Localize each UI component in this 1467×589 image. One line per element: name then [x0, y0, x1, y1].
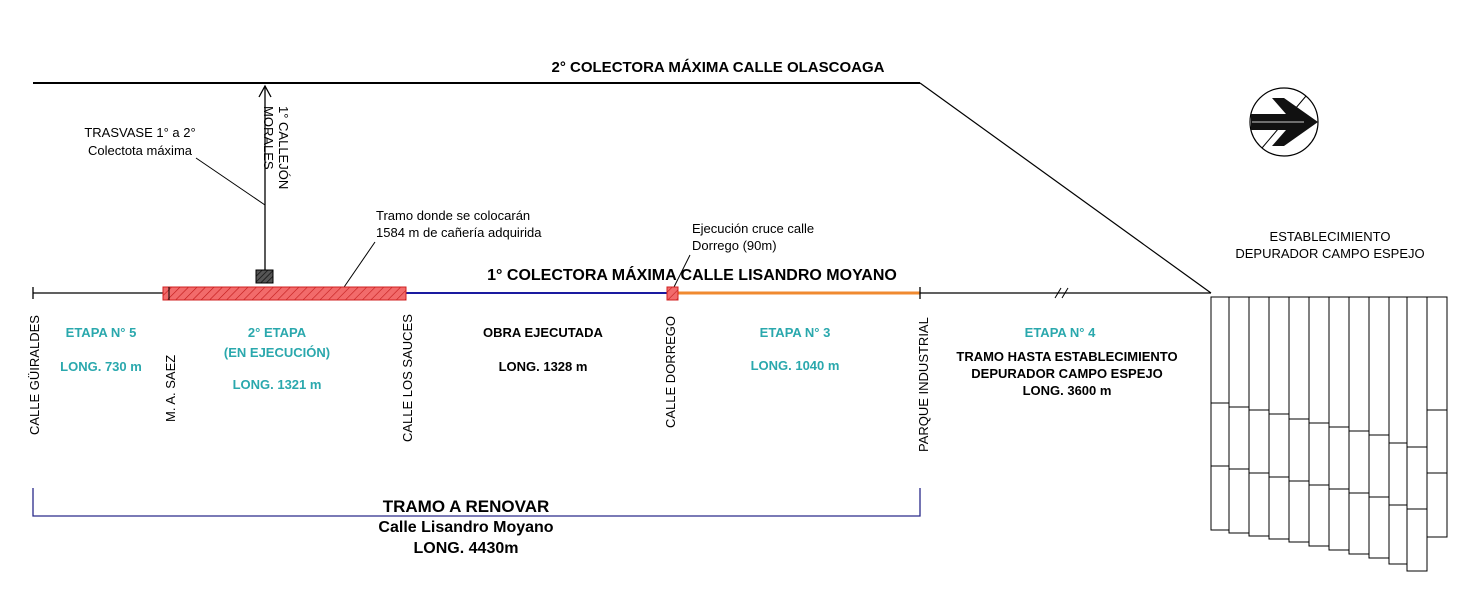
- street-saez: M. A. SAEZ: [163, 355, 178, 422]
- etapa2-title: 2° ETAPA: [248, 325, 307, 340]
- street-guiraldes: CALLE GÜIRALDES: [27, 315, 42, 435]
- etapa4-title: ETAPA N° 4: [1025, 325, 1096, 340]
- dorrego-crossing: [666, 286, 679, 301]
- moyano-title: 1° COLECTORA MÁXIMA CALLE LISANDRO MOYAN…: [487, 265, 897, 284]
- callejon-line1: 1° CALLEJÓN: [276, 106, 291, 189]
- moyano-collector: [32, 287, 1211, 299]
- obra-title: OBRA EJECUTADA: [483, 325, 604, 340]
- establecimiento-line1: ESTABLECIMIENTO: [1270, 229, 1391, 244]
- etapa4-long: LONG. 3600 m: [1023, 383, 1112, 398]
- etapa4-line2: DEPURADOR CAMPO ESPEJO: [971, 366, 1162, 381]
- obra-long: LONG. 1328 m: [499, 359, 588, 374]
- tramo-note-line1: Tramo donde se colocarán: [376, 208, 530, 223]
- etapa2-long: LONG. 1321 m: [233, 377, 322, 392]
- olascoaga-title: 2° COLECTORA MÁXIMA CALLE OLASCOAGA: [552, 59, 885, 76]
- etapa4-line1: TRAMO HASTA ESTABLECIMIENTO: [956, 349, 1177, 364]
- north-arrow-icon: [1249, 87, 1319, 157]
- street-sauces: CALLE LOS SAUCES: [400, 314, 415, 442]
- stage2-hatched-section: [162, 286, 407, 301]
- etapa2-status: (EN EJECUCIÓN): [224, 345, 330, 360]
- renovar-long: LONG. 4430m: [414, 540, 519, 557]
- etapa3-long: LONG. 1040 m: [751, 358, 840, 373]
- trasvase-line1: TRASVASE 1° a 2°: [84, 125, 195, 140]
- renovar-bracket: [32, 488, 921, 517]
- establecimiento-line2: DEPURADOR CAMPO ESPEJO: [1235, 246, 1424, 261]
- callejon-morales-pipe: [255, 84, 274, 284]
- renovar-street: Calle Lisandro Moyano: [378, 519, 553, 536]
- olascoaga-collector: [33, 82, 1212, 294]
- renovar-title: TRAMO A RENOVAR: [383, 497, 550, 516]
- etapa3-title: ETAPA N° 3: [760, 325, 831, 340]
- cruce-note-line2: Dorrego (90m): [692, 238, 777, 253]
- callejon-line2: MORALES: [261, 106, 276, 170]
- etapa5-title: ETAPA N° 5: [66, 325, 137, 340]
- callejon-label: 1° CALLEJÓN MORALES: [261, 106, 291, 193]
- etapa5-long: LONG. 730 m: [60, 359, 142, 374]
- street-dorrego: CALLE DORREGO: [663, 316, 678, 428]
- tramo-note-leader: [339, 241, 376, 294]
- tramo-note-line2: 1584 m de cañería adquirida: [376, 225, 542, 240]
- street-parque: PARQUE INDUSTRIAL: [916, 317, 931, 452]
- trasvase-leader: [195, 157, 266, 206]
- trasvase-line2: Colectota máxima: [88, 143, 193, 158]
- cruce-note-line1: Ejecución cruce calle: [692, 221, 814, 236]
- cruce-note-leader: [673, 254, 691, 288]
- treatment-plant-drawing: [1210, 296, 1448, 572]
